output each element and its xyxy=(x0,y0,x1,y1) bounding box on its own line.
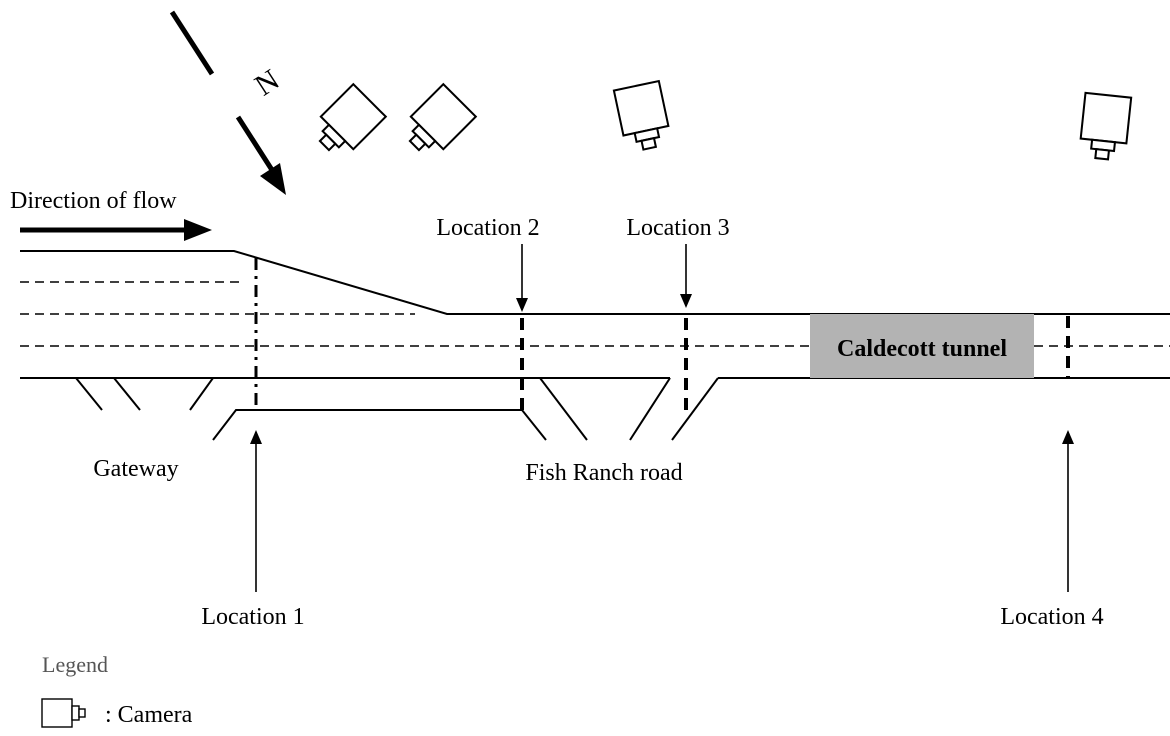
detector-location-3: Location 3 xyxy=(626,215,730,410)
camera-icon xyxy=(41,698,86,728)
ramp-line xyxy=(113,377,141,411)
north-arrow-head xyxy=(260,163,286,195)
camera-icon xyxy=(612,79,674,155)
fish-ranch-label: Fish Ranch road xyxy=(525,460,682,486)
detector-location-2: Location 2 xyxy=(436,215,540,410)
road-top-edge xyxy=(20,250,1170,315)
north-arrow-shaft xyxy=(235,115,275,172)
aux-lane-edge xyxy=(212,409,547,441)
camera-icon xyxy=(397,83,477,163)
fish-ranch-ramps xyxy=(539,377,719,441)
gateway-label: Gateway xyxy=(93,456,178,482)
ramp-line xyxy=(189,377,214,411)
location-3-label: Location 3 xyxy=(626,215,729,241)
gateway-ramps xyxy=(75,377,214,411)
freeway xyxy=(20,250,1170,441)
north-label: N xyxy=(249,63,285,102)
location-4-label: Location 4 xyxy=(1000,604,1103,630)
tunnel-box xyxy=(810,314,1034,378)
legend-camera-label: : Camera xyxy=(105,702,193,728)
ramp-line xyxy=(75,377,103,411)
caldecott-tunnel: Caldecott tunnel xyxy=(810,314,1034,378)
ramp-line xyxy=(629,377,671,441)
flow-indicator: Direction of flow xyxy=(10,188,212,241)
flow-arrow-head xyxy=(184,219,212,241)
tunnel-label: Caldecott tunnel xyxy=(837,336,1007,362)
north-indicator: N xyxy=(169,10,286,195)
camera-icon xyxy=(307,83,387,163)
legend: Legend : Camera xyxy=(41,652,193,728)
location-2-label: Location 2 xyxy=(436,215,539,241)
north-line-upper xyxy=(169,10,215,76)
flow-label: Direction of flow xyxy=(10,188,177,214)
detector-location-4: Location 4 xyxy=(1000,316,1104,630)
location-1-label: Location 1 xyxy=(201,604,304,630)
camera-icon xyxy=(1077,91,1133,163)
detector-location-1: Location 1 xyxy=(201,258,305,630)
ramp-line xyxy=(671,377,719,441)
ramp-line xyxy=(539,377,588,441)
legend-title: Legend xyxy=(42,652,108,677)
